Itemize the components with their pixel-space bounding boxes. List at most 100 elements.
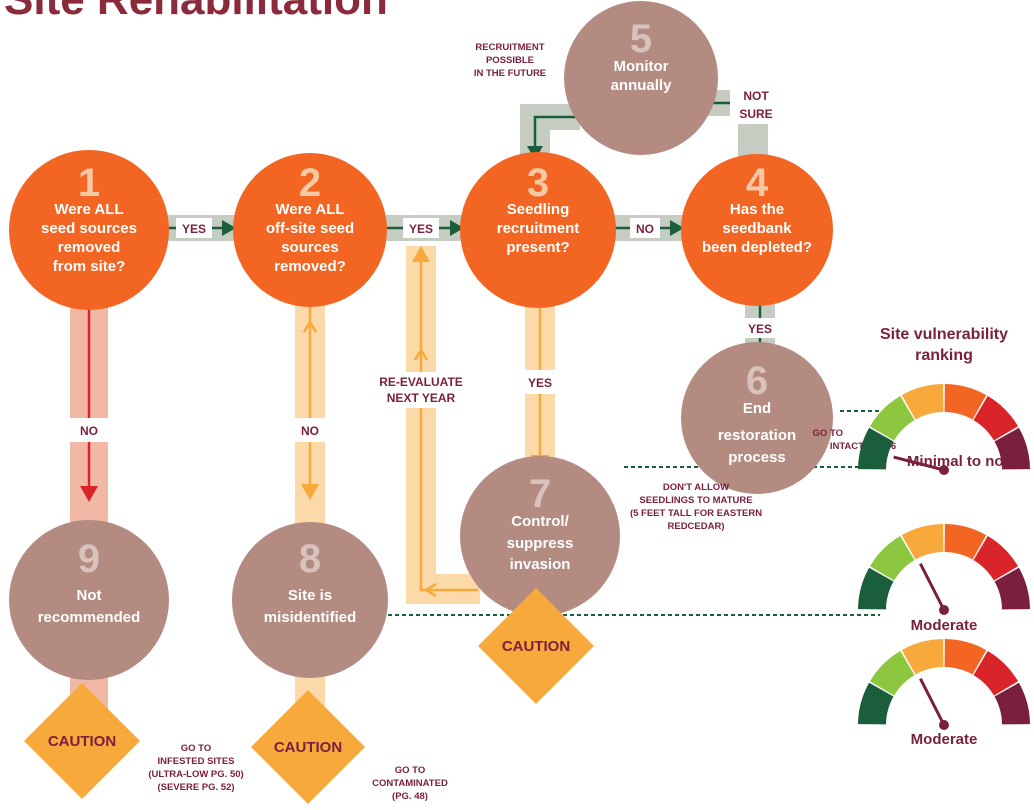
chevron-up-icon: [413, 347, 429, 361]
node-text: sources: [281, 239, 339, 256]
node-text: suppress: [507, 535, 574, 552]
node-text: recommended: [38, 609, 141, 626]
caution-label: CAUTION: [48, 733, 116, 750]
arrowhead-down-icon: [301, 484, 319, 500]
vulnerability-gauge: Moderate: [858, 639, 1030, 748]
edge-label-no: NO: [636, 222, 654, 236]
chevron-left-icon: [423, 582, 437, 598]
arrowhead-right-icon: [670, 220, 684, 236]
note-goto-contaminated: GO TO: [395, 765, 425, 776]
caution-diamond-8: CAUTION: [251, 690, 365, 804]
node-number: 8: [299, 537, 321, 581]
note-recruitment-3: IN THE FUTURE: [474, 68, 546, 79]
node-text: removed?: [274, 258, 346, 275]
node-5: 5 Monitor annually: [564, 1, 718, 155]
gauge-segment: [869, 395, 915, 441]
node-6: 6 End restoration process: [681, 342, 833, 494]
gauge-label: Moderate: [911, 731, 978, 748]
node-text: recruitment: [497, 220, 580, 237]
vulnerability-gauge: Moderate: [858, 524, 1030, 634]
gauge-segment: [973, 395, 1019, 441]
gauge-needle: [919, 677, 946, 726]
edge-label-yes: YES: [748, 322, 772, 336]
node-text: from site?: [53, 258, 126, 275]
label-bg: [403, 218, 439, 238]
connector-line-5-3: [533, 115, 578, 152]
edge-label-yes: YES: [528, 376, 552, 390]
note-goto-infested: GO TO: [181, 743, 211, 754]
note-dont-allow: (5 FEET TALL FOR EASTERN: [630, 508, 762, 519]
node-text: Seedling: [507, 201, 570, 218]
note-goto-infested: (SEVERE PG. 52): [157, 782, 234, 793]
gauge-segment: [901, 524, 944, 560]
node-4: 4 Has the seedbank been depleted?: [681, 154, 833, 306]
gauge-segment: [994, 682, 1030, 725]
label-bg: [730, 86, 782, 124]
gauge-segment: [944, 639, 987, 675]
gauge-segment: [858, 682, 894, 725]
arrowhead-up-icon: [412, 246, 430, 262]
gauge-segment: [869, 650, 915, 696]
node-text: Site is: [288, 587, 332, 604]
gauge-segment: [973, 650, 1019, 696]
label-bg: [56, 418, 122, 442]
label-bg: [507, 370, 573, 394]
gauge-segment: [858, 567, 894, 610]
page-title: Site Rehabilitation: [4, 0, 388, 24]
node-text: Not: [77, 587, 102, 604]
gauge-segment: [901, 639, 944, 675]
gauge-segment: [994, 567, 1030, 610]
edge-label-no: NO: [80, 424, 98, 438]
gauge-segment: [973, 535, 1019, 581]
gauge-needle: [893, 455, 945, 472]
note-dont-allow: SEEDLINGS TO MATURE: [639, 495, 752, 506]
gauge-segment: [869, 535, 915, 581]
caution-label: CAUTION: [274, 739, 342, 756]
edge-label-no: NO: [301, 424, 319, 438]
note-dont-allow: DON'T ALLOW: [663, 482, 729, 493]
node-8: 8 Site is misidentified: [232, 522, 388, 678]
edge-label-sure: SURE: [739, 107, 772, 121]
vulnerability-gauge: Minimal to none: [858, 384, 1030, 475]
node-7: 7 Control/ suppress invasion: [460, 456, 620, 616]
edge-label-not: NOT: [743, 89, 769, 103]
label-bg: [277, 418, 343, 442]
gauge-needle: [919, 562, 946, 611]
note-dont-allow: REDCEDAR): [668, 521, 725, 532]
node-text: misidentified: [264, 609, 357, 626]
ranking-title: Site vulnerability: [880, 326, 1008, 343]
gauge-segment: [944, 384, 987, 420]
caution-diamond-7: CAUTION: [478, 588, 594, 704]
note-goto-intact: GO TO: [813, 428, 843, 439]
edge-label-reevaluate: RE-EVALUATE: [379, 375, 463, 389]
arrowhead-right-icon: [222, 220, 236, 236]
node-number: 2: [299, 161, 321, 205]
gauge-segment: [901, 384, 944, 420]
note-goto-infested: (ULTRA-LOW PG. 50): [148, 769, 243, 780]
label-bg: [366, 372, 476, 408]
node-text: Monitor: [614, 58, 669, 75]
node-3: 3 Seedling recruitment present?: [460, 152, 616, 308]
chevron-down-icon: [302, 319, 318, 333]
label-bg: [736, 318, 784, 338]
node-number: 3: [527, 161, 549, 205]
node-text: been depleted?: [702, 239, 812, 256]
node-text: annually: [611, 77, 673, 94]
node-text: process: [728, 449, 786, 466]
node-9: 9 Not recommended: [9, 520, 169, 680]
arrowhead-right-icon: [450, 220, 464, 236]
label-bg: [630, 218, 660, 238]
gauge-hub: [939, 605, 949, 615]
node-text: Were ALL: [275, 201, 344, 218]
node-number: 6: [746, 359, 768, 403]
gauge-segment: [994, 427, 1030, 470]
node-number: 1: [78, 161, 100, 205]
node-number: 7: [529, 472, 551, 516]
caution-diamond-9: CAUTION: [24, 683, 140, 799]
node-text: present?: [506, 239, 569, 256]
node-number: 9: [78, 537, 100, 581]
arrowhead-down-icon: [80, 486, 98, 502]
